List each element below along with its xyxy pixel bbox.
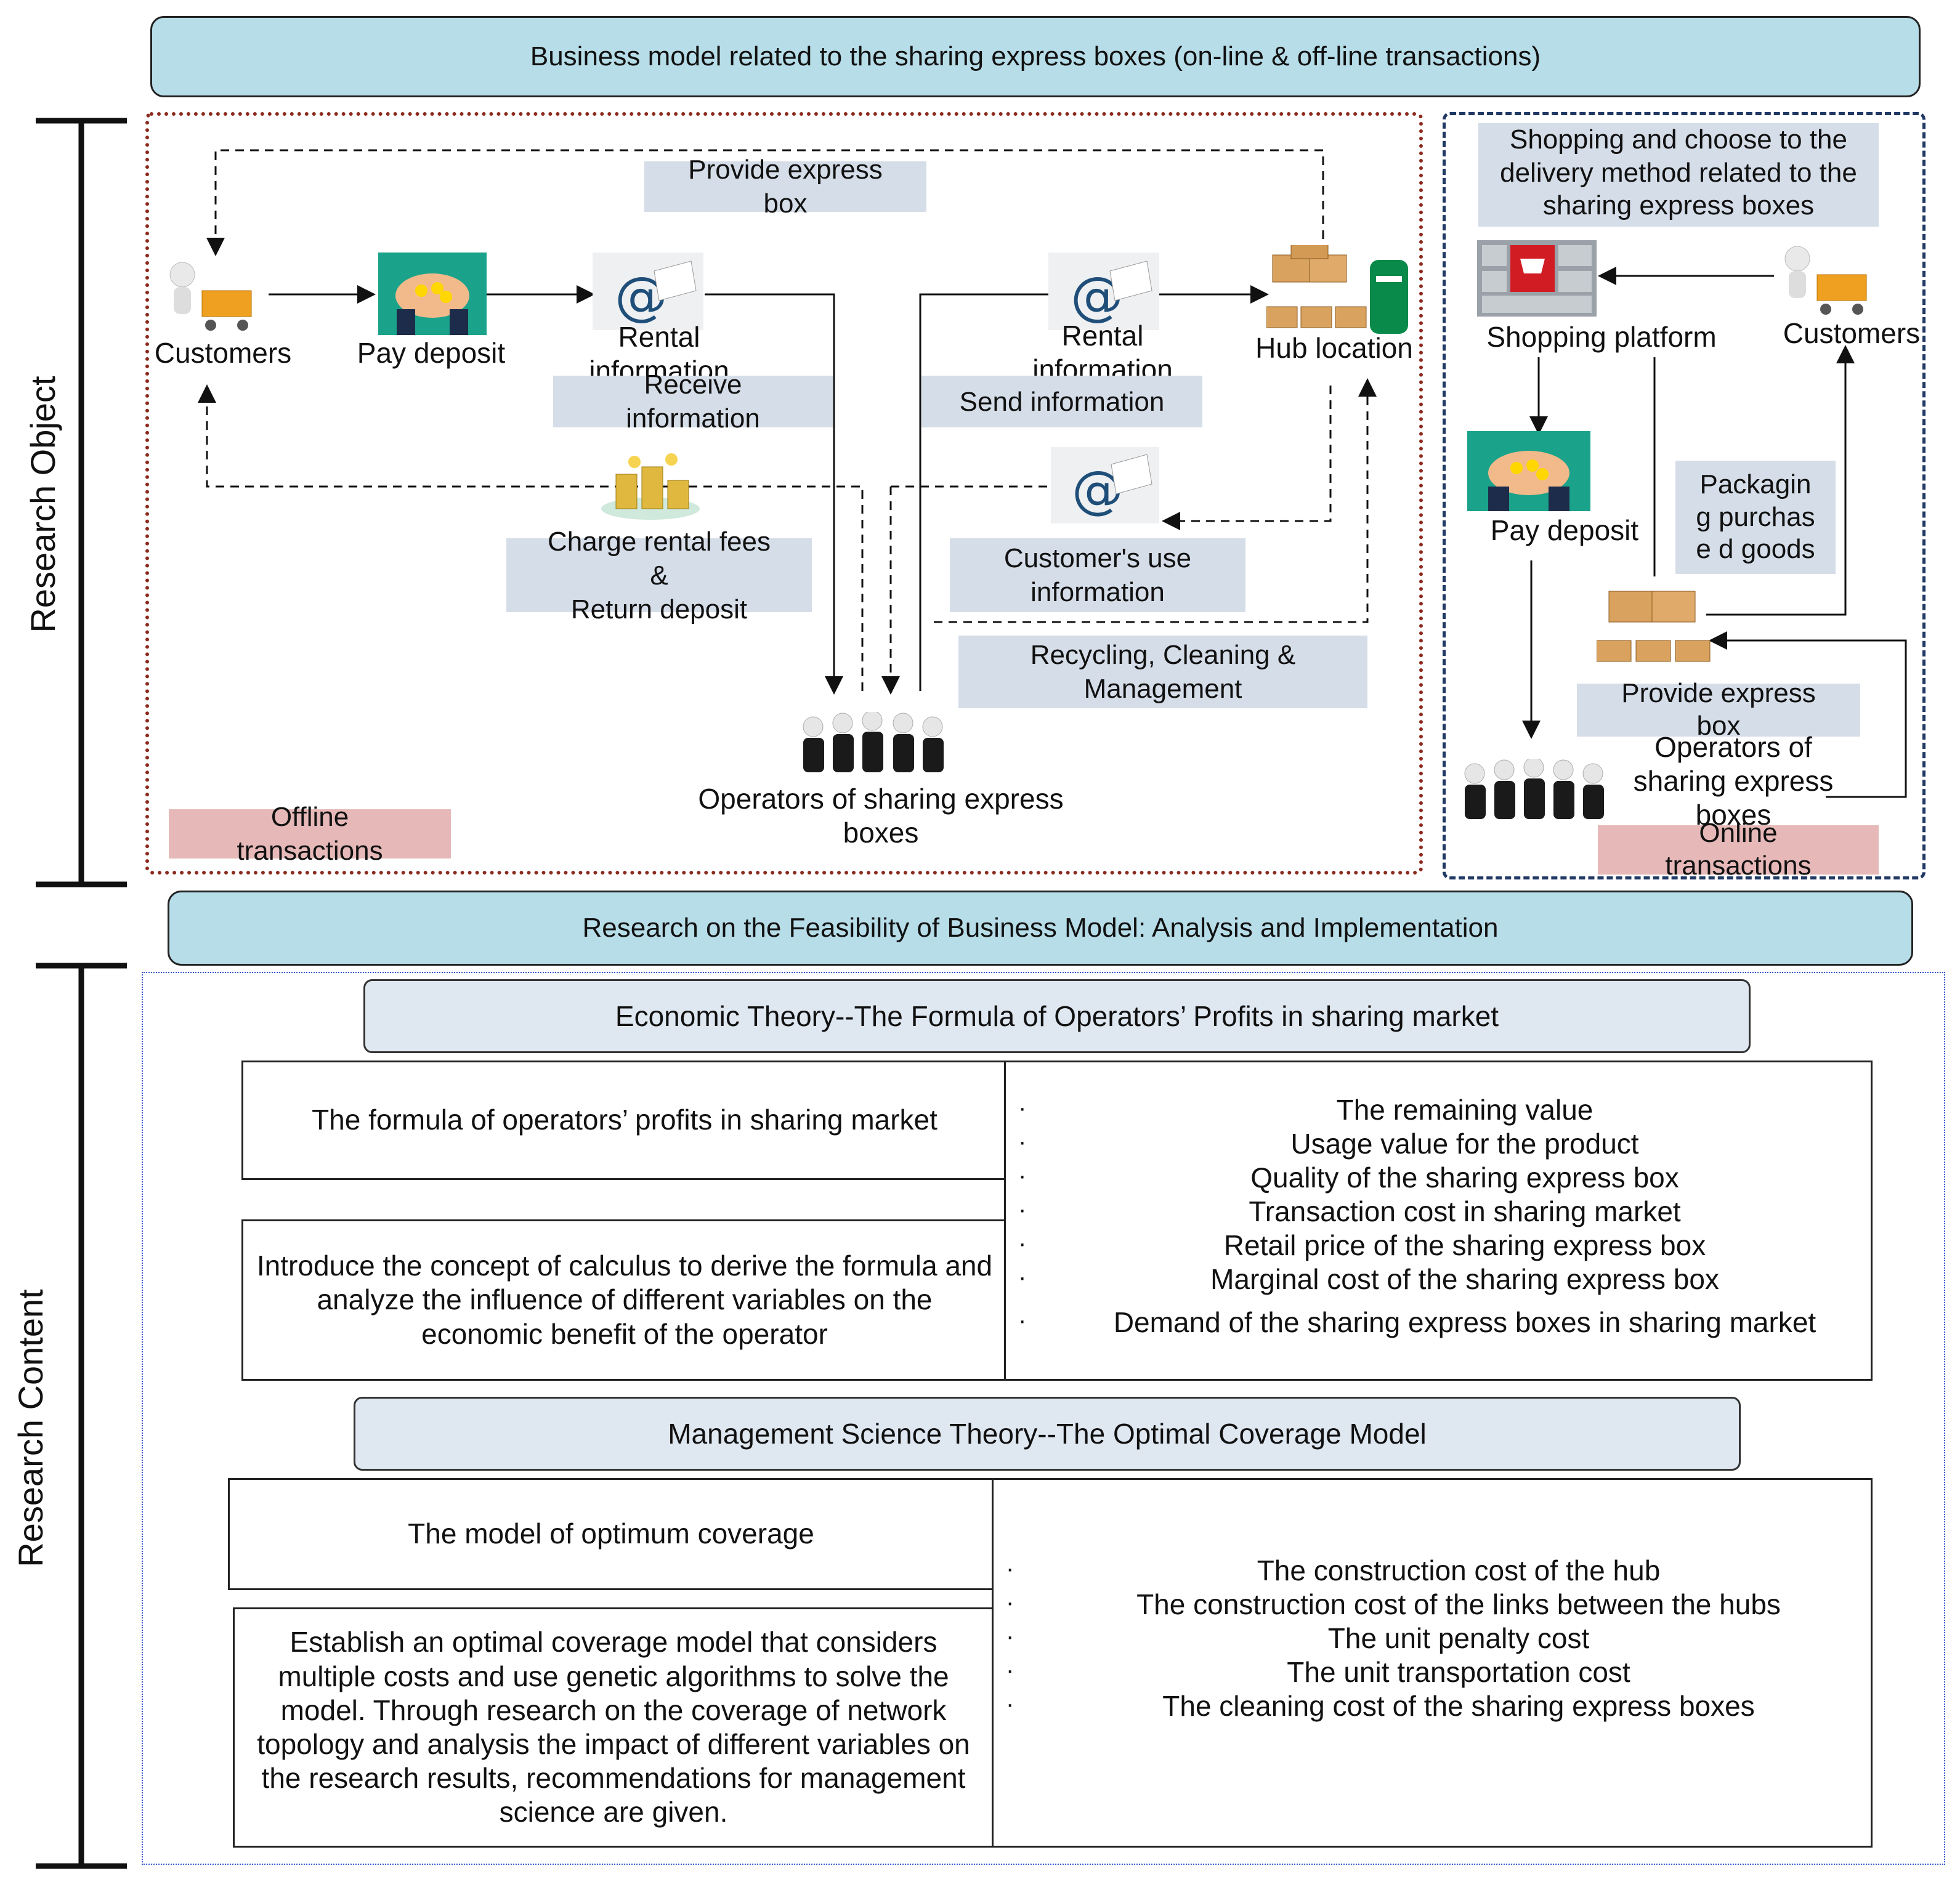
business-model-title: Business model related to the sharing ex… (150, 16, 1921, 97)
offline-customers-label: Customers (154, 337, 292, 369)
online-transactions-tag: Online transactions (1598, 818, 1879, 881)
business-model-title-text: Business model related to the sharing ex… (530, 41, 1541, 71)
list-item: Transaction cost in sharing market (1006, 1195, 1868, 1229)
online-operators-label: Operators of sharing express boxes (1633, 731, 1834, 831)
receive-information-label: Receive information (553, 370, 833, 434)
online-pay-deposit-label: Pay deposit (1490, 514, 1639, 546)
online-customers-label: Customers (1783, 317, 1921, 349)
cart-customer-icon (169, 262, 252, 331)
hub-boxes-icon (1266, 245, 1408, 334)
management-costs-list: The construction cost of the hub The con… (994, 1554, 1868, 1723)
send-information-label: Send information (921, 376, 1202, 427)
offline-transactions-tag: Offline transactions (169, 802, 451, 866)
offline-pay-deposit-label: Pay deposit (357, 337, 506, 369)
feasibility-title: Research on the Feasibility of Business … (168, 891, 1913, 966)
list-item: The construction cost of the hub (994, 1554, 1868, 1588)
list-item: Usage value for the product (1006, 1127, 1868, 1161)
pay-deposit-icon (378, 253, 487, 335)
research-content-region (142, 972, 1945, 1865)
management-theory-title: Management Science Theory--The Optimal C… (354, 1397, 1741, 1471)
list-item: Retail price of the sharing express box (1006, 1229, 1868, 1263)
offline-rental-info-2-label: Rental information (1032, 320, 1173, 381)
management-description-cell: Establish an optimal coverage model that… (233, 1607, 994, 1848)
shopping-platform-label: Shopping platform (1486, 321, 1717, 353)
list-item: The construction cost of the links betwe… (994, 1588, 1868, 1622)
charge-rental-fees-label: Charge rental fees & Return deposit (506, 527, 812, 624)
cart-customer-icon (1784, 246, 1867, 315)
feasibility-title-text: Research on the Feasibility of Business … (582, 913, 1499, 943)
boxes-icon (1597, 591, 1711, 662)
online-region (1443, 112, 1926, 879)
list-item: The cleaning cost of the sharing express… (994, 1689, 1868, 1723)
list-item: The remaining value (1006, 1093, 1868, 1127)
customers-use-information-label: Customer's use information (950, 538, 1245, 612)
operators-group-icon (803, 712, 944, 772)
list-item: Marginal cost of the sharing express box (1006, 1263, 1868, 1306)
packaging-goods-label: Packagin g purchase d goods (1675, 461, 1836, 574)
list-item: Demand of the sharing express boxes in s… (1006, 1306, 1868, 1340)
hub-location-label: Hub location (1255, 332, 1413, 364)
provide-express-box-label: Provide express box (644, 155, 926, 219)
shopping-keyboard-icon (1477, 240, 1597, 317)
list-item: Quality of the sharing express box (1006, 1161, 1868, 1195)
online-provide-express-box-label: Provide express box (1577, 678, 1860, 741)
email-icon: @ (1051, 447, 1159, 523)
shopping-delivery-label: Shopping and choose to the delivery meth… (1478, 123, 1879, 227)
offline-operators-label: Operators of sharing express boxes (698, 783, 1064, 849)
list-item: The unit penalty cost (994, 1622, 1868, 1655)
offline-region (145, 112, 1423, 875)
economic-variables-list: The remaining value Usage value for the … (1006, 1093, 1868, 1340)
economic-formula-cell: The formula of operators’ profits in sha… (241, 1061, 1008, 1180)
recycling-cleaning-label: Recycling, Cleaning & Management (958, 636, 1367, 708)
operators-group-icon (1464, 759, 1604, 819)
economic-variables-cell: The remaining value Usage value for the … (1004, 1061, 1873, 1381)
management-costs-cell: The construction cost of the hub The con… (992, 1478, 1873, 1848)
email-icon: @ (1048, 253, 1159, 330)
coins-icon (601, 453, 700, 520)
economic-theory-title: Economic Theory--The Formula of Operator… (363, 979, 1751, 1053)
email-icon: @ (593, 253, 703, 330)
economic-calculus-cell: Introduce the concept of calculus to der… (241, 1219, 1008, 1381)
list-item: The unit transportation cost (994, 1655, 1868, 1689)
management-model-cell: The model of optimum coverage (228, 1478, 994, 1590)
pay-deposit-icon (1467, 431, 1590, 511)
